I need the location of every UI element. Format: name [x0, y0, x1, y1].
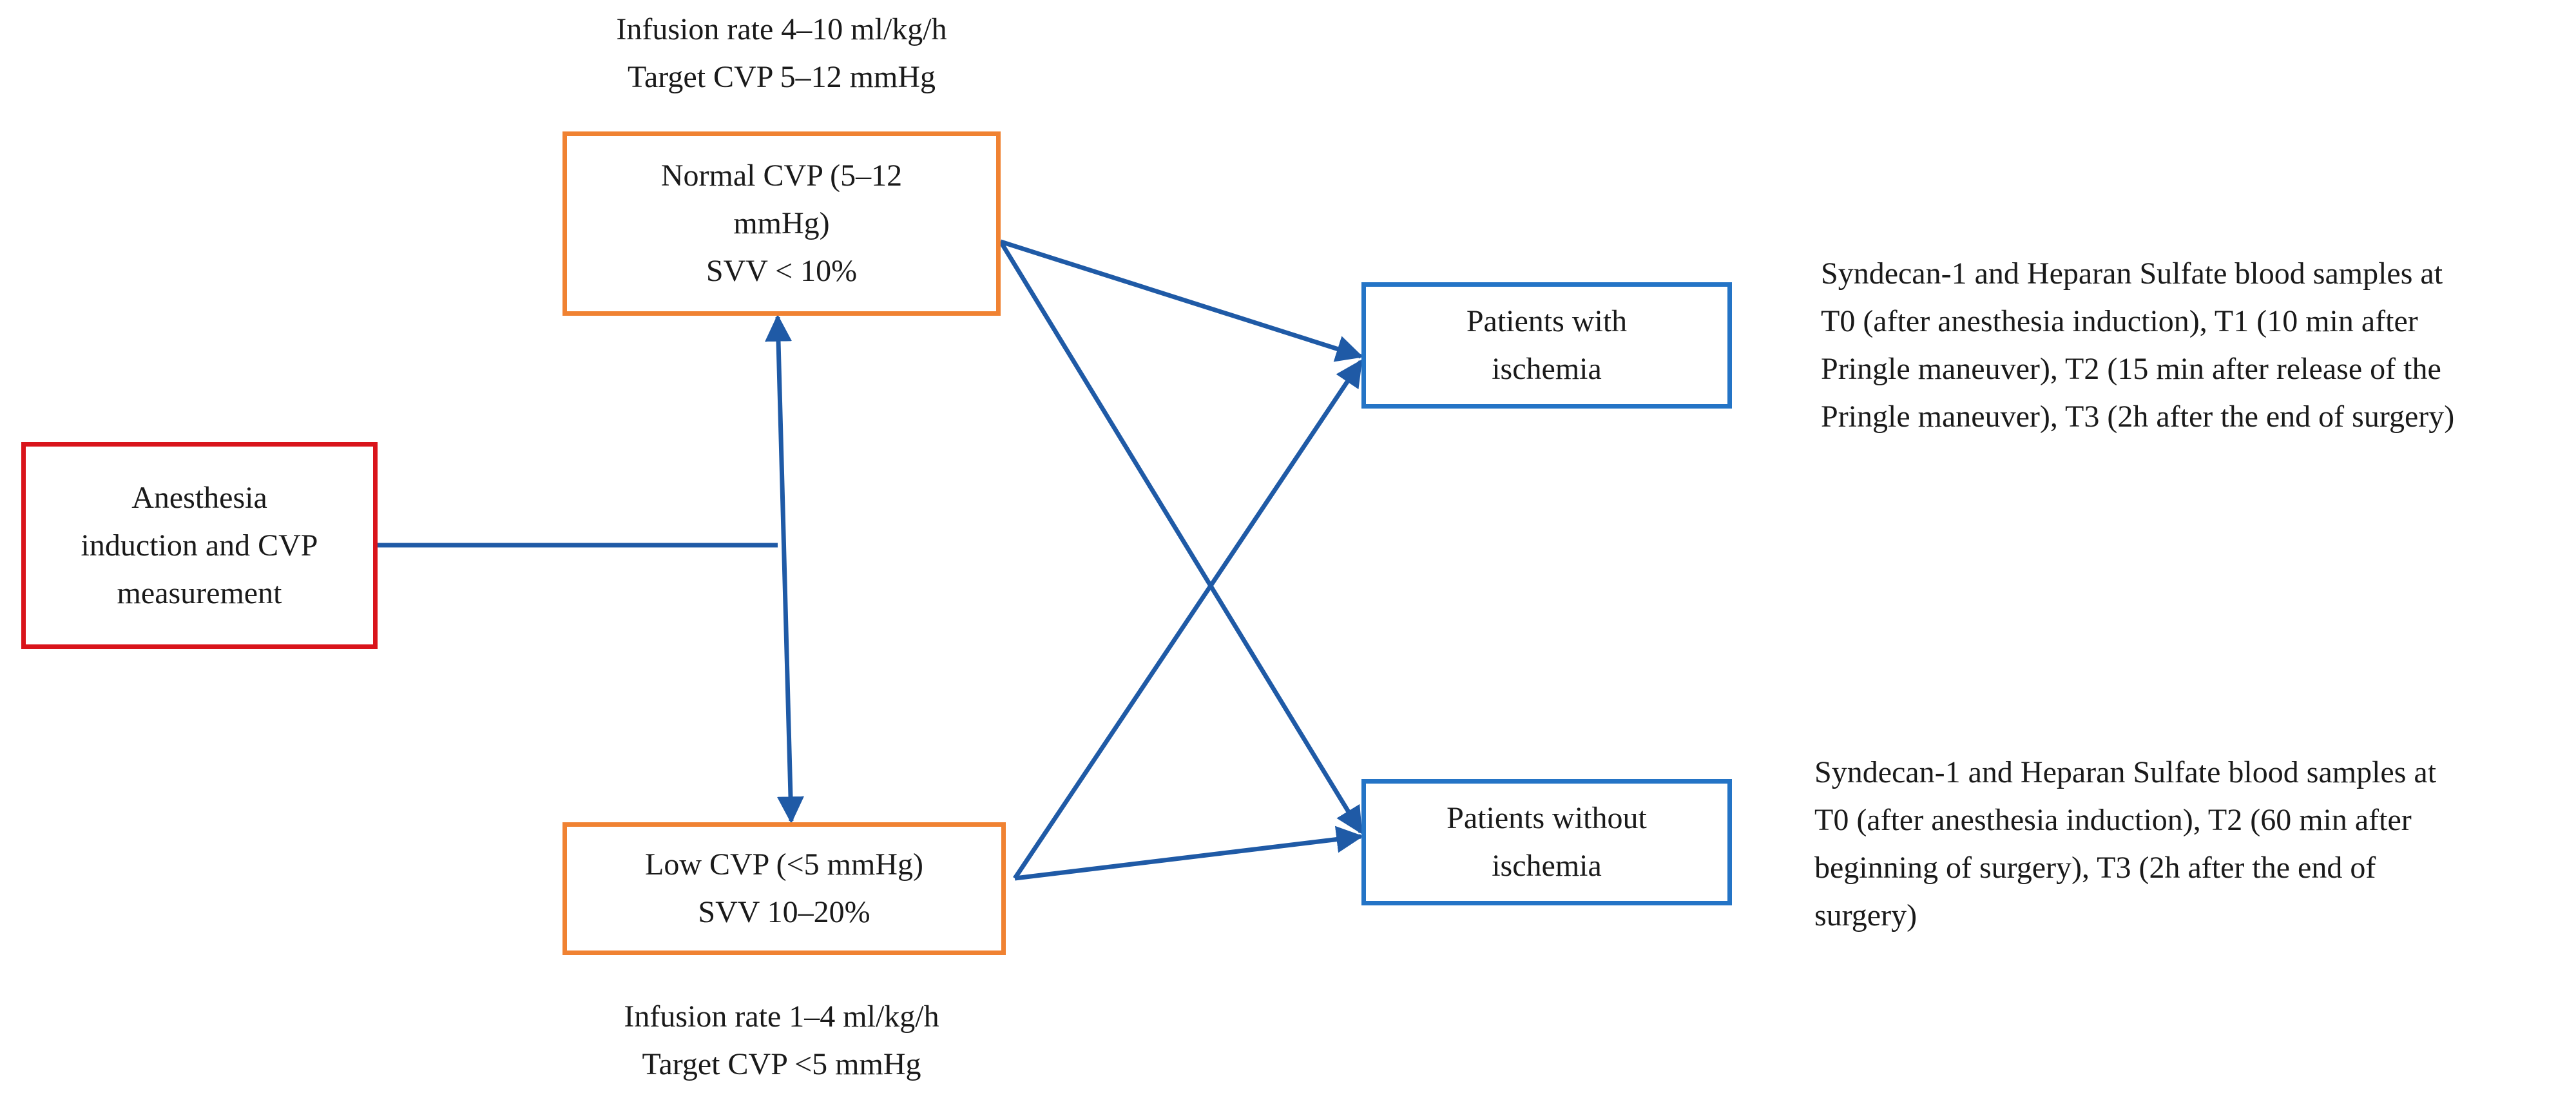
with-ischemia-note-line-2: T0 (after anesthesia induction), T1 (10 …: [1821, 304, 2418, 338]
normal-cvp-box-line-2: mmHg): [733, 206, 830, 240]
anesthesia-induction-box: Anesthesia induction and CVP measurement: [21, 442, 378, 649]
normal-cvp-box-line-3: SVV < 10%: [706, 254, 858, 288]
without-ischemia-box-line-2: ischemia: [1492, 849, 1602, 883]
with-ischemia-note-line-1: Syndecan-1 and Heparan Sulfate blood sam…: [1821, 256, 2443, 291]
arrow-normal-to-without-ischemia: [999, 240, 1363, 835]
with-ischemia-box-line-2: ischemia: [1492, 352, 1602, 386]
with-ischemia-box-line-1: Patients with: [1466, 304, 1628, 338]
low-cvp-box-line-2: SVV 10–20%: [698, 895, 870, 929]
low-cvp-infusion-rate: Infusion rate 1–4 ml/kg/h: [624, 999, 939, 1034]
patients-with-ischemia-box: Patients with ischemia: [1361, 282, 1732, 409]
low-cvp-infusion-note: Infusion rate 1–4 ml/kg/h Target CVP <5 …: [543, 993, 1020, 1088]
normal-cvp-infusion-note: Infusion rate 4–10 ml/kg/h Target CVP 5–…: [543, 6, 1020, 101]
anesthesia-box-line-3: measurement: [117, 575, 282, 610]
without-ischemia-sampling-note: Syndecan-1 and Heparan Sulfate blood sam…: [1814, 749, 2436, 940]
with-ischemia-note-line-3: Pringle maneuver), T2 (15 min after rele…: [1821, 352, 2441, 386]
without-ischemia-note-line-1: Syndecan-1 and Heparan Sulfate blood sam…: [1814, 755, 2437, 789]
with-ischemia-note-line-4: Pringle maneuver), T3 (2h after the end …: [1821, 400, 2455, 434]
without-ischemia-note-line-3: beginning of surgery), T3 (2h after the …: [1814, 851, 2376, 885]
low-cvp-target: Target CVP <5 mmHg: [642, 1047, 921, 1081]
without-ischemia-box-line-1: Patients without: [1447, 801, 1647, 835]
low-cvp-box-line-1: Low CVP (<5 mmHg): [645, 847, 923, 882]
patients-without-ischemia-box: Patients without ischemia: [1361, 779, 1732, 905]
without-ischemia-note-line-4: surgery): [1814, 898, 1918, 932]
with-ischemia-sampling-note: Syndecan-1 and Heparan Sulfate blood sam…: [1821, 250, 2454, 441]
arrow-normal-low-bidirectional: [765, 314, 804, 824]
anesthesia-box-line-2: induction and CVP: [81, 528, 318, 563]
without-ischemia-note-line-2: T0 (after anesthesia induction), T2 (60 …: [1814, 803, 2412, 837]
normal-cvp-box: Normal CVP (5–12 mmHg) SVV < 10%: [562, 131, 1001, 316]
arrow-low-to-with-ischemia: [1013, 359, 1363, 880]
arrow-low-to-without-ischemia: [1014, 825, 1364, 881]
normal-cvp-infusion-rate: Infusion rate 4–10 ml/kg/h: [616, 12, 947, 46]
normal-cvp-box-line-1: Normal CVP (5–12: [660, 159, 903, 193]
anesthesia-box-line-1: Anesthesia: [131, 480, 267, 515]
low-cvp-box: Low CVP (<5 mmHg) SVV 10–20%: [562, 822, 1006, 955]
normal-cvp-target: Target CVP 5–12 mmHg: [628, 60, 936, 94]
arrow-normal-to-with-ischemia: [999, 239, 1364, 362]
